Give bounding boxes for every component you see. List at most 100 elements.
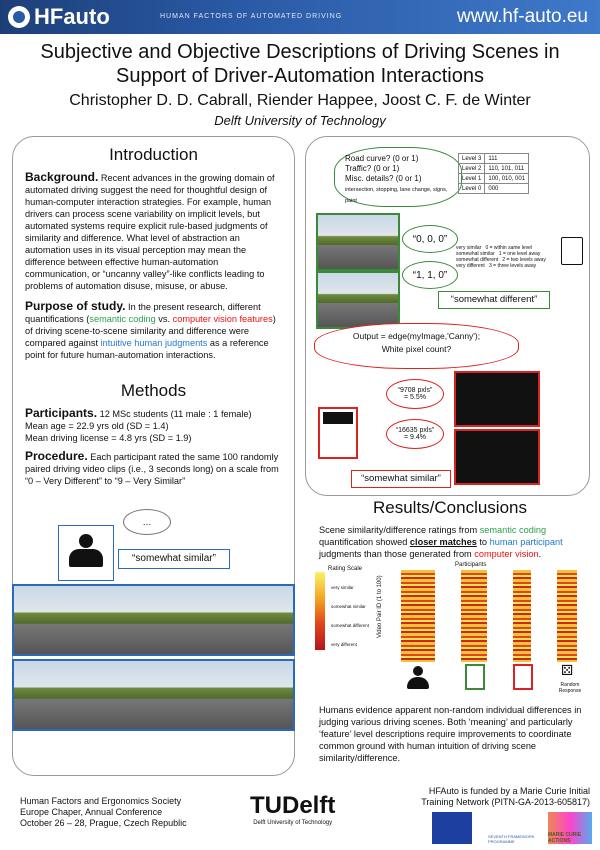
edge-image-b: [454, 429, 540, 485]
participants-label: Participants: [455, 562, 487, 568]
purpose-intuitive: intuitive human judgments: [100, 338, 208, 348]
purpose-text-a: In the present research, different quant…: [25, 302, 261, 324]
conference-info: Human Factors and Ergonomics Society Eur…: [20, 796, 187, 829]
mapping-row: very different 3 = three levels away: [456, 263, 566, 269]
video-frame-top: [12, 584, 295, 656]
marie-curie-logo: MARIE CURIE ACTIONS: [548, 812, 592, 844]
tagline: HUMAN FACTORS OF AUTOMATED DRIVING: [160, 13, 343, 20]
r1-semantic: semantic coding: [479, 525, 547, 535]
level-codes: 110, 101, 011: [484, 163, 530, 174]
misc-q: Misc. details?: [345, 174, 394, 183]
video-frame-bottom: [12, 659, 295, 731]
vision-a: “9708 pxls”: [397, 387, 433, 394]
participants-text: 12 MSc students (11 male : 1 female): [99, 409, 252, 419]
authors: Christopher D. D. Cabrall, Riender Happe…: [69, 92, 531, 109]
person-body-icon: [69, 549, 103, 567]
vision-result-label: “somewhat similar”: [351, 470, 451, 488]
vision-code-bubble: Output = edge(myImage,'Canny'); White pi…: [314, 323, 519, 369]
edge-image-a: [454, 371, 540, 427]
background-text: Recent advances in the growing domain of…: [25, 173, 275, 291]
results-p1: Scene similarity/difference ratings from…: [305, 524, 595, 560]
purpose-lead: Purpose of study.: [25, 299, 126, 313]
results-heading: Results/Conclusions: [372, 498, 527, 517]
misc-v: (0 or 1): [395, 174, 422, 183]
header-banner: HFauto HUMAN FACTORS OF AUTOMATED DRIVIN…: [0, 0, 600, 34]
level-name: Level 2: [457, 163, 486, 174]
misc-note: intersection, stopping, lane change, sig…: [345, 187, 448, 204]
thought-bubble: …: [123, 509, 171, 535]
checklist-icon-small: [465, 664, 485, 690]
fp7-logo: SEVENTH FRAMEWORK PROGRAMME: [488, 834, 535, 844]
scale-bar: [315, 572, 325, 650]
participant-rating-label: “somewhat similar”: [118, 549, 230, 569]
person-icon-small: [407, 666, 429, 689]
r1d: judgments than those generated from: [319, 549, 475, 559]
procedure-text: Each participant rated the same 100 rand…: [25, 452, 279, 486]
scale-label: very similar: [331, 585, 354, 590]
mapping-level: 0 = within same level: [485, 245, 533, 251]
coding-bubble: Road curve? (0 or 1) Traffic? (0 or 1) M…: [334, 147, 462, 207]
heatmap-semantic: [513, 570, 531, 662]
r1-closer: closer matches: [409, 537, 477, 547]
level-codes: 000: [484, 183, 530, 194]
calculator-icon: [318, 407, 358, 459]
mapping-rating: very different: [456, 263, 485, 269]
mapping-row: somewhat different 2 = two levels away: [456, 257, 566, 263]
mean-age: Mean age = 22.9 yrs old (SD = 1.4): [25, 421, 169, 431]
intro-heading: Introduction: [109, 145, 198, 164]
scale-label: somewhat similar: [331, 604, 366, 609]
methods-heading: Methods: [120, 381, 187, 400]
level-name: Level 1: [457, 173, 486, 184]
heatmap-vision: [557, 570, 577, 662]
scale-label: somewhat different: [331, 623, 369, 628]
level-codes: 100, 010, 001: [484, 173, 530, 184]
participants-paragraph: Participants. 12 MSc students (11 male :…: [25, 407, 282, 444]
r1a: Scene similarity/difference ratings from: [319, 525, 480, 535]
purpose-paragraph: Purpose of study. In the present researc…: [25, 300, 282, 361]
university: Delft University of Technology: [214, 113, 386, 128]
fund-line1: HFAuto is funded by a Marie Curie Initia…: [428, 786, 590, 796]
mapping-level: 3 = three levels away: [488, 263, 537, 269]
vision-b-pct: = 9.4%: [404, 434, 426, 441]
road-curve-v: (0 or 1): [392, 154, 419, 163]
conf-line2: Europe Chaper, Annual Conference: [20, 807, 163, 817]
scale-title: Rating Scale: [327, 566, 363, 572]
logo-mark-icon: [8, 6, 30, 28]
calculator-icon-small: [513, 664, 533, 690]
mapping-row: very similar 0 = within same level: [456, 245, 566, 251]
mean-license: Mean driving license = 4.8 yrs (SD = 1.9…: [25, 433, 192, 443]
vision-b-bubble: “16635 pxls”= 9.4%: [386, 419, 444, 449]
purpose-vs: vs.: [155, 314, 173, 324]
mapping-row: somewhat similar 1 = one level away: [456, 251, 566, 257]
procedure-paragraph: Procedure. Each participant rated the sa…: [25, 450, 282, 487]
random-label: Random Response: [558, 682, 582, 694]
mapping-rating: somewhat similar: [456, 251, 495, 257]
calculator-screen: [323, 412, 353, 424]
tudelft-logo: TUDelft Delft University of Technology: [250, 792, 335, 826]
website-url[interactable]: www.hf-auto.eu: [457, 6, 588, 27]
purpose-text-c: as a reference point for future human-au…: [25, 338, 269, 360]
code-a-bubble: “0, 0, 0”: [402, 225, 458, 253]
code-b-bubble: “1, 1, 0”: [402, 261, 458, 289]
mapping-rating: very similar: [456, 245, 482, 251]
traffic-v: (0 or 1): [373, 164, 400, 173]
purpose-text-b: ) of driving scene-to-scene similarity a…: [25, 314, 276, 348]
coding-result-label: “somewhat different”: [438, 291, 550, 309]
mapping-level: 1 = one level away: [498, 251, 541, 257]
traffic-q: Traffic?: [345, 164, 372, 173]
tudelft-text: TUDelft: [250, 792, 336, 819]
scene-b: [316, 271, 400, 329]
vision-a-bubble: “9708 pxls”= 5.5%: [386, 379, 444, 409]
tudelft-sub: Delft University of Technology: [253, 820, 333, 826]
funding-info: HFAuto is funded by a Marie Curie Initia…: [398, 786, 590, 808]
conf-line1: Human Factors and Ergonomics Society: [20, 796, 182, 806]
right-top-panel: Road curve? (0 or 1) Traffic? (0 or 1) M…: [305, 136, 590, 496]
r1b: quantification showed: [319, 537, 410, 547]
results-section: Results/Conclusions Scene similarity/dif…: [305, 498, 595, 768]
road-curve-q: Road curve?: [345, 154, 391, 163]
vision-question: White pixel count?: [381, 344, 452, 354]
